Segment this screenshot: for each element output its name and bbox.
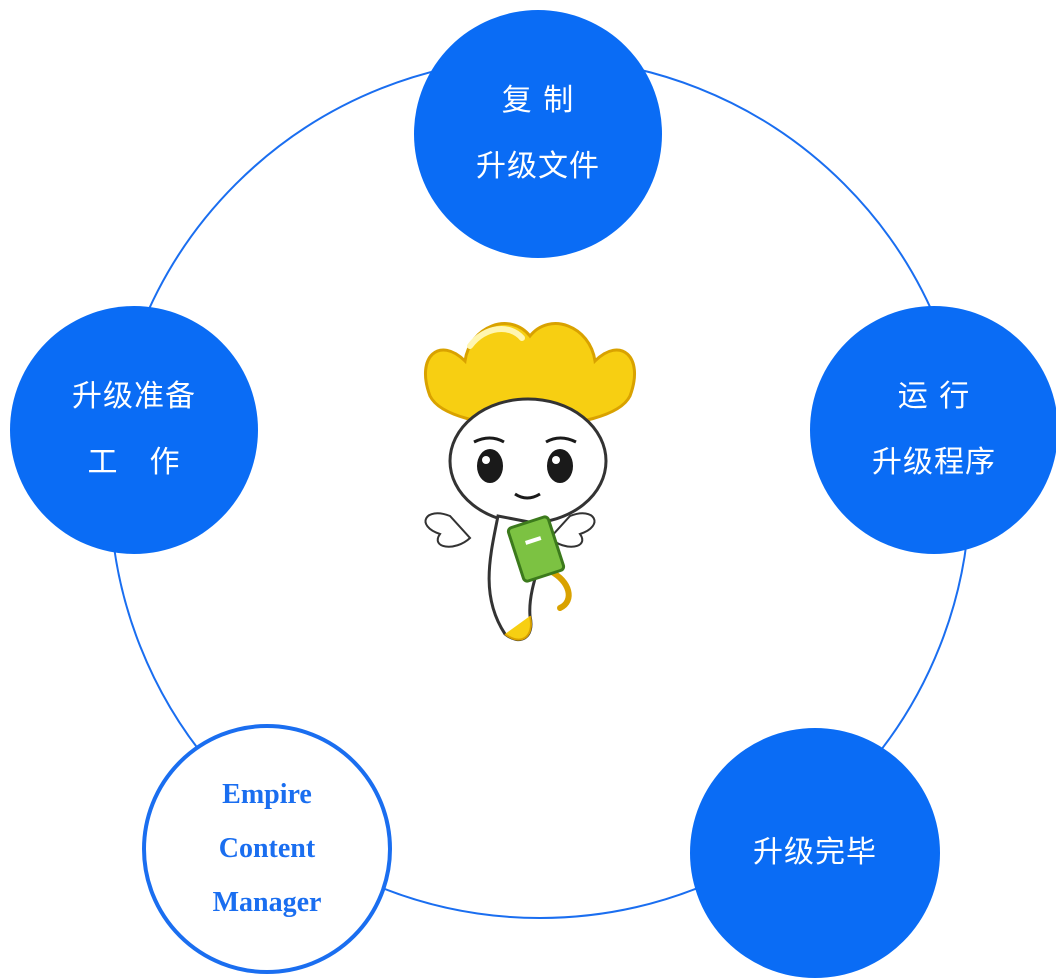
mascot-illustration bbox=[424, 322, 636, 641]
mascot-book bbox=[506, 515, 566, 583]
node-copy-upgrade-files: 复 制 升级文件 bbox=[414, 10, 662, 258]
node-label-line-1: 升级完毕 bbox=[753, 835, 877, 870]
node-label-line-2: 升级文件 bbox=[476, 149, 600, 184]
node-label-line-1: 复 制 bbox=[501, 83, 575, 118]
node-upgrade-preparation: 升级准备 工 作 bbox=[10, 306, 258, 554]
node-label-line-2: 工 作 bbox=[87, 445, 181, 480]
mascot-face bbox=[448, 397, 608, 525]
node-label-line-2: 升级程序 bbox=[872, 445, 996, 480]
node-label-line-1: 升级准备 bbox=[72, 379, 196, 414]
node-upgrade-complete: 升级完毕 bbox=[690, 728, 940, 978]
brand-line-1: Empire bbox=[222, 779, 312, 810]
brand-line-3: Manager bbox=[212, 887, 322, 918]
brand-line-2: Content bbox=[218, 833, 316, 864]
node-label-line-1: 运 行 bbox=[897, 379, 971, 414]
node-brand-empire-content-manager: Empire Content Manager bbox=[142, 724, 392, 974]
node-run-upgrade-program: 运 行 升级程序 bbox=[810, 306, 1056, 554]
